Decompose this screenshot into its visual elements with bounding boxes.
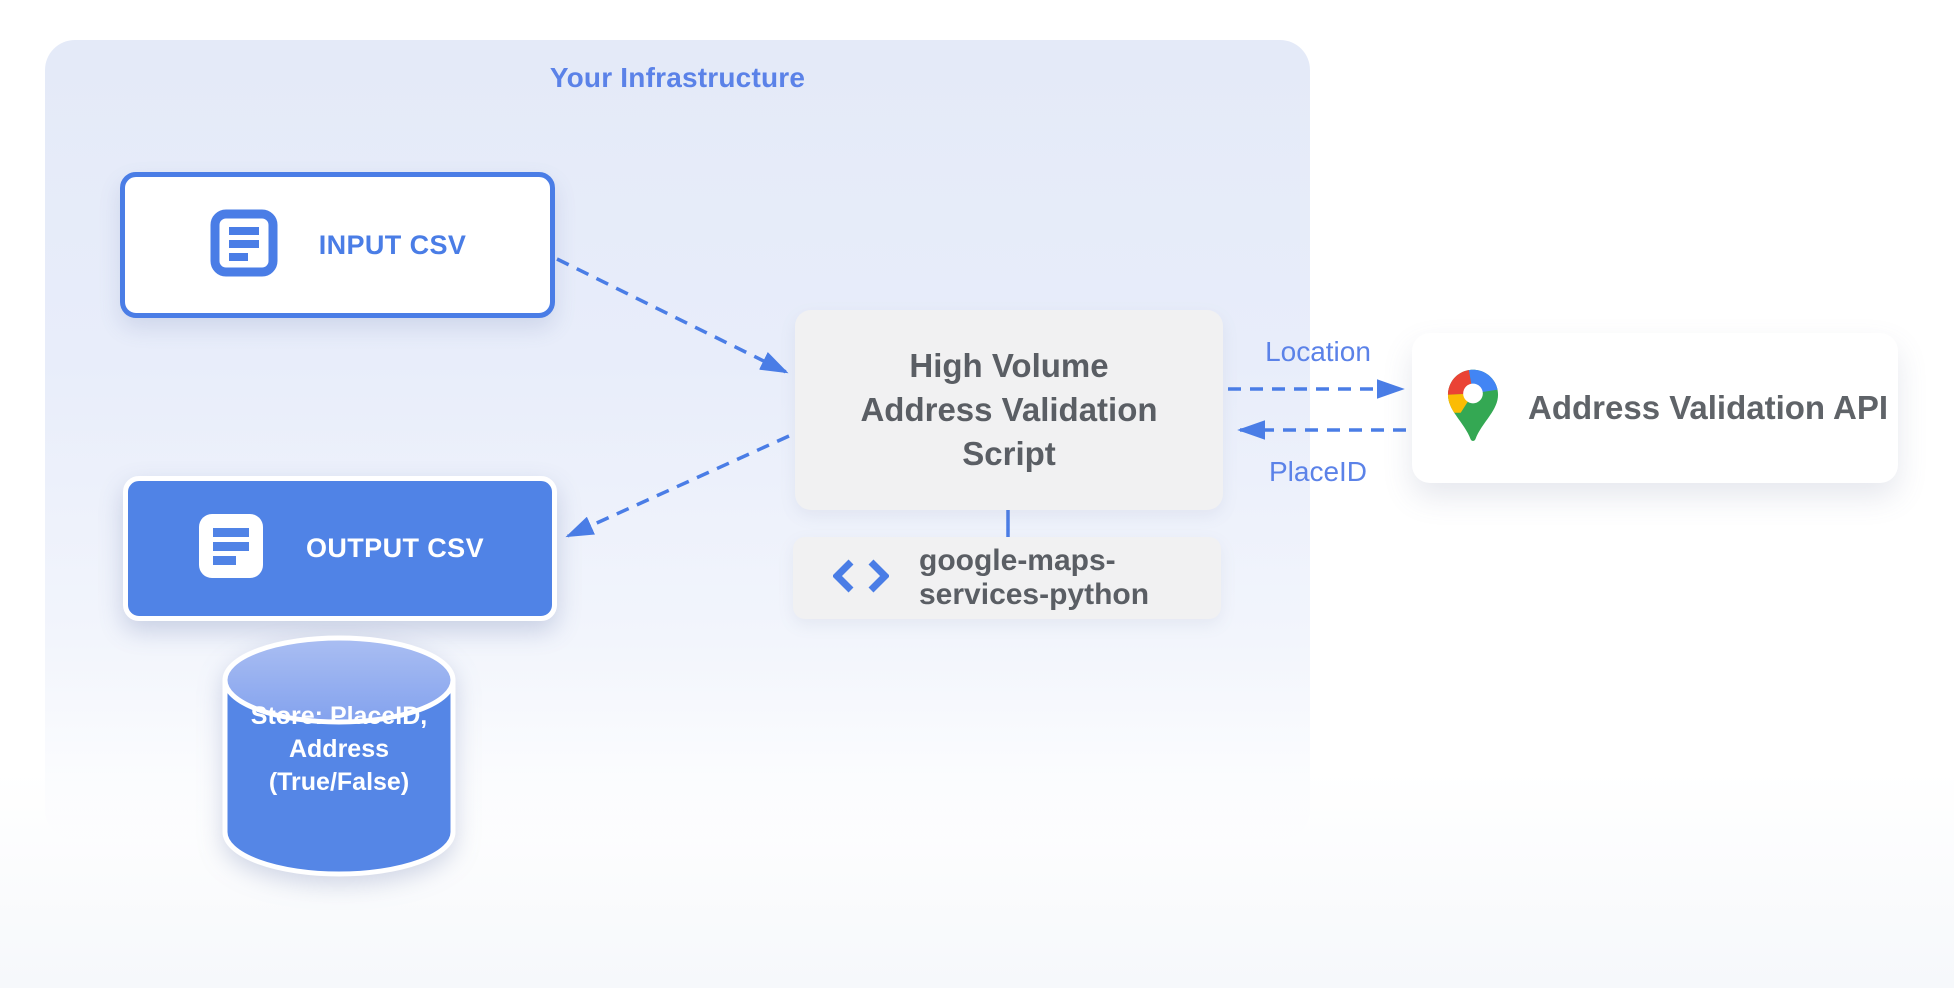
document-icon bbox=[209, 208, 279, 283]
script-label: High Volume Address Validation Script bbox=[860, 346, 1158, 473]
output-csv-node: OUTPUT CSV bbox=[123, 476, 557, 621]
edge-label-placeid: PlaceID bbox=[1268, 456, 1368, 487]
output-csv-label: OUTPUT CSV bbox=[305, 533, 484, 563]
input-csv-node: INPUT CSV bbox=[120, 172, 555, 318]
code-icon bbox=[832, 558, 890, 599]
datastore-label: Store: PlaceID, Address (True/False) bbox=[250, 702, 428, 796]
datastore-cylinder: Store: PlaceID, Address (True/False) bbox=[220, 634, 458, 880]
database-icon bbox=[222, 635, 456, 877]
edge-label-location: Location bbox=[1265, 336, 1371, 367]
api-node: Address Validation API bbox=[1412, 333, 1898, 483]
panel-title: Your Infrastructure bbox=[549, 62, 806, 93]
script-node: High Volume Address Validation Script bbox=[795, 310, 1223, 510]
google-maps-pin-icon bbox=[1446, 368, 1500, 449]
api-label: Address Validation API bbox=[1528, 389, 1889, 426]
library-label: google-maps- services-python bbox=[919, 544, 1150, 611]
input-csv-label: INPUT CSV bbox=[318, 229, 467, 260]
document-icon bbox=[196, 511, 266, 586]
library-node: google-maps- services-python bbox=[793, 537, 1221, 619]
